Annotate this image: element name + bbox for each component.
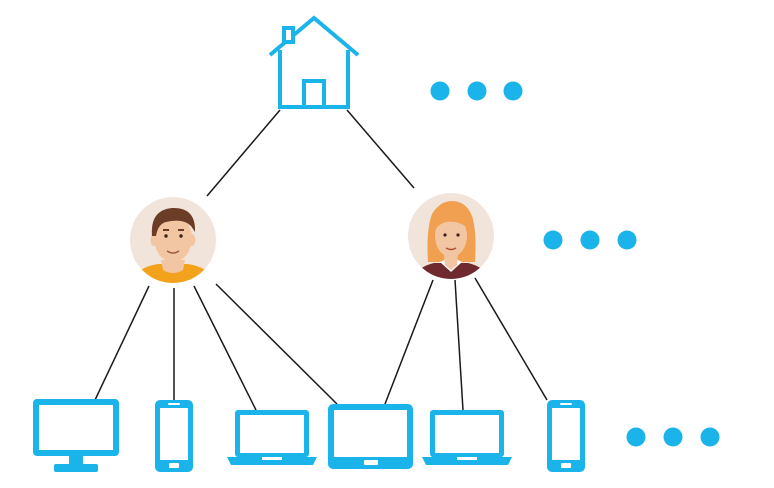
edge-house-male: [206, 109, 281, 197]
laptop-icon: [227, 410, 317, 465]
edge-male-desktop: [94, 285, 150, 401]
edge-female-phone: [474, 277, 548, 401]
smartphone-icon: [155, 400, 193, 472]
ellipsis-icon: [543, 230, 637, 250]
connector-lines: [94, 109, 548, 411]
tablet-icon: [328, 404, 413, 469]
house-icon: [268, 15, 360, 109]
male-user-avatar: [130, 197, 216, 283]
ellipsis-icon: [626, 427, 720, 447]
laptop-icon: [422, 410, 512, 465]
edge-female-tablet: [384, 279, 434, 405]
edge-female-laptop: [454, 279, 464, 411]
ellipsis-icon: [430, 81, 523, 101]
edge-male-laptop: [193, 285, 257, 411]
desktop-monitor-icon: [33, 399, 119, 472]
female-user-avatar: [408, 193, 494, 279]
edge-male-tablet: [215, 283, 338, 405]
edge-house-female: [346, 109, 415, 189]
smartphone-icon: [547, 400, 585, 472]
